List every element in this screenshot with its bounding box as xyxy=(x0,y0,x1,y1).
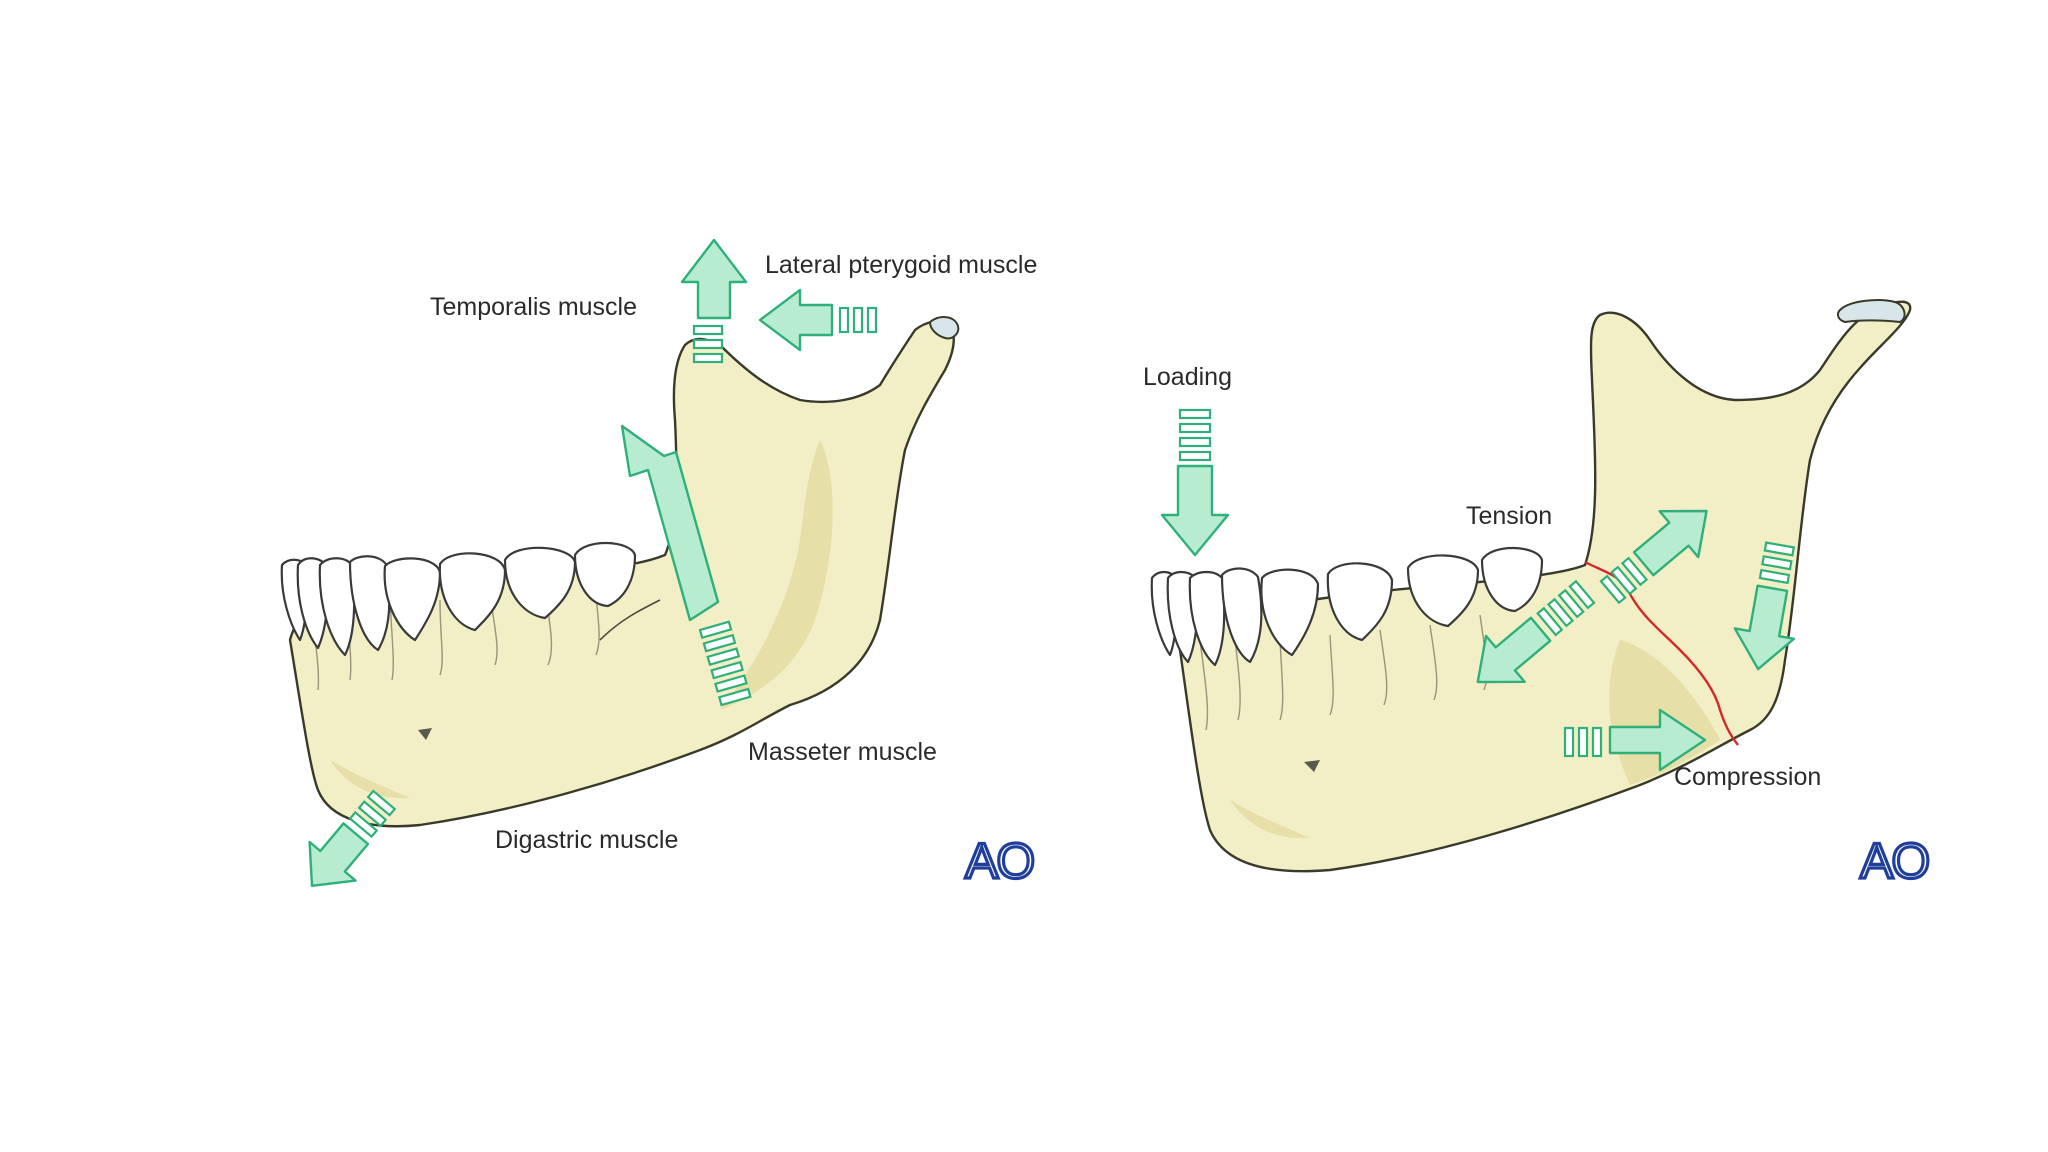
right-teeth xyxy=(1150,546,1544,667)
right-roots xyxy=(1199,614,1488,731)
temporalis-arrow xyxy=(680,238,748,364)
compression-arrow-upper xyxy=(1733,541,1796,671)
right-mandible xyxy=(1150,299,1912,873)
loading-arrow xyxy=(1160,408,1230,557)
left-oblique-line xyxy=(599,599,661,641)
label-loading: Loading xyxy=(1143,363,1232,391)
left-ramus-shade xyxy=(720,440,833,710)
left-mandible xyxy=(280,316,960,828)
compression-arrow-lower xyxy=(1563,708,1707,772)
right-chin-shade xyxy=(1230,800,1310,839)
ao-logo-right: AO xyxy=(1860,833,1928,889)
left-condyle xyxy=(928,316,960,340)
lateral-pterygoid-arrow xyxy=(758,288,878,352)
ao-logo-left: AO xyxy=(965,833,1033,889)
left-chin-shade xyxy=(330,760,410,799)
label-lateral-pterygoid: Lateral pterygoid muscle xyxy=(765,251,1037,279)
tension-arrow-lower xyxy=(1476,579,1596,684)
label-tension: Tension xyxy=(1466,502,1552,530)
label-temporalis: Temporalis muscle xyxy=(430,293,637,321)
label-compression: Compression xyxy=(1674,763,1821,791)
tension-arrow-upper xyxy=(1599,509,1708,605)
right-mental-foramen xyxy=(1304,760,1320,772)
left-teeth xyxy=(280,541,637,657)
left-mental-foramen xyxy=(418,728,432,740)
right-condyle xyxy=(1836,299,1906,324)
digastric-arrow xyxy=(308,789,397,887)
label-masseter: Masseter muscle xyxy=(748,738,937,766)
label-digastric: Digastric muscle xyxy=(495,826,678,854)
masseter-arrow xyxy=(620,424,752,707)
